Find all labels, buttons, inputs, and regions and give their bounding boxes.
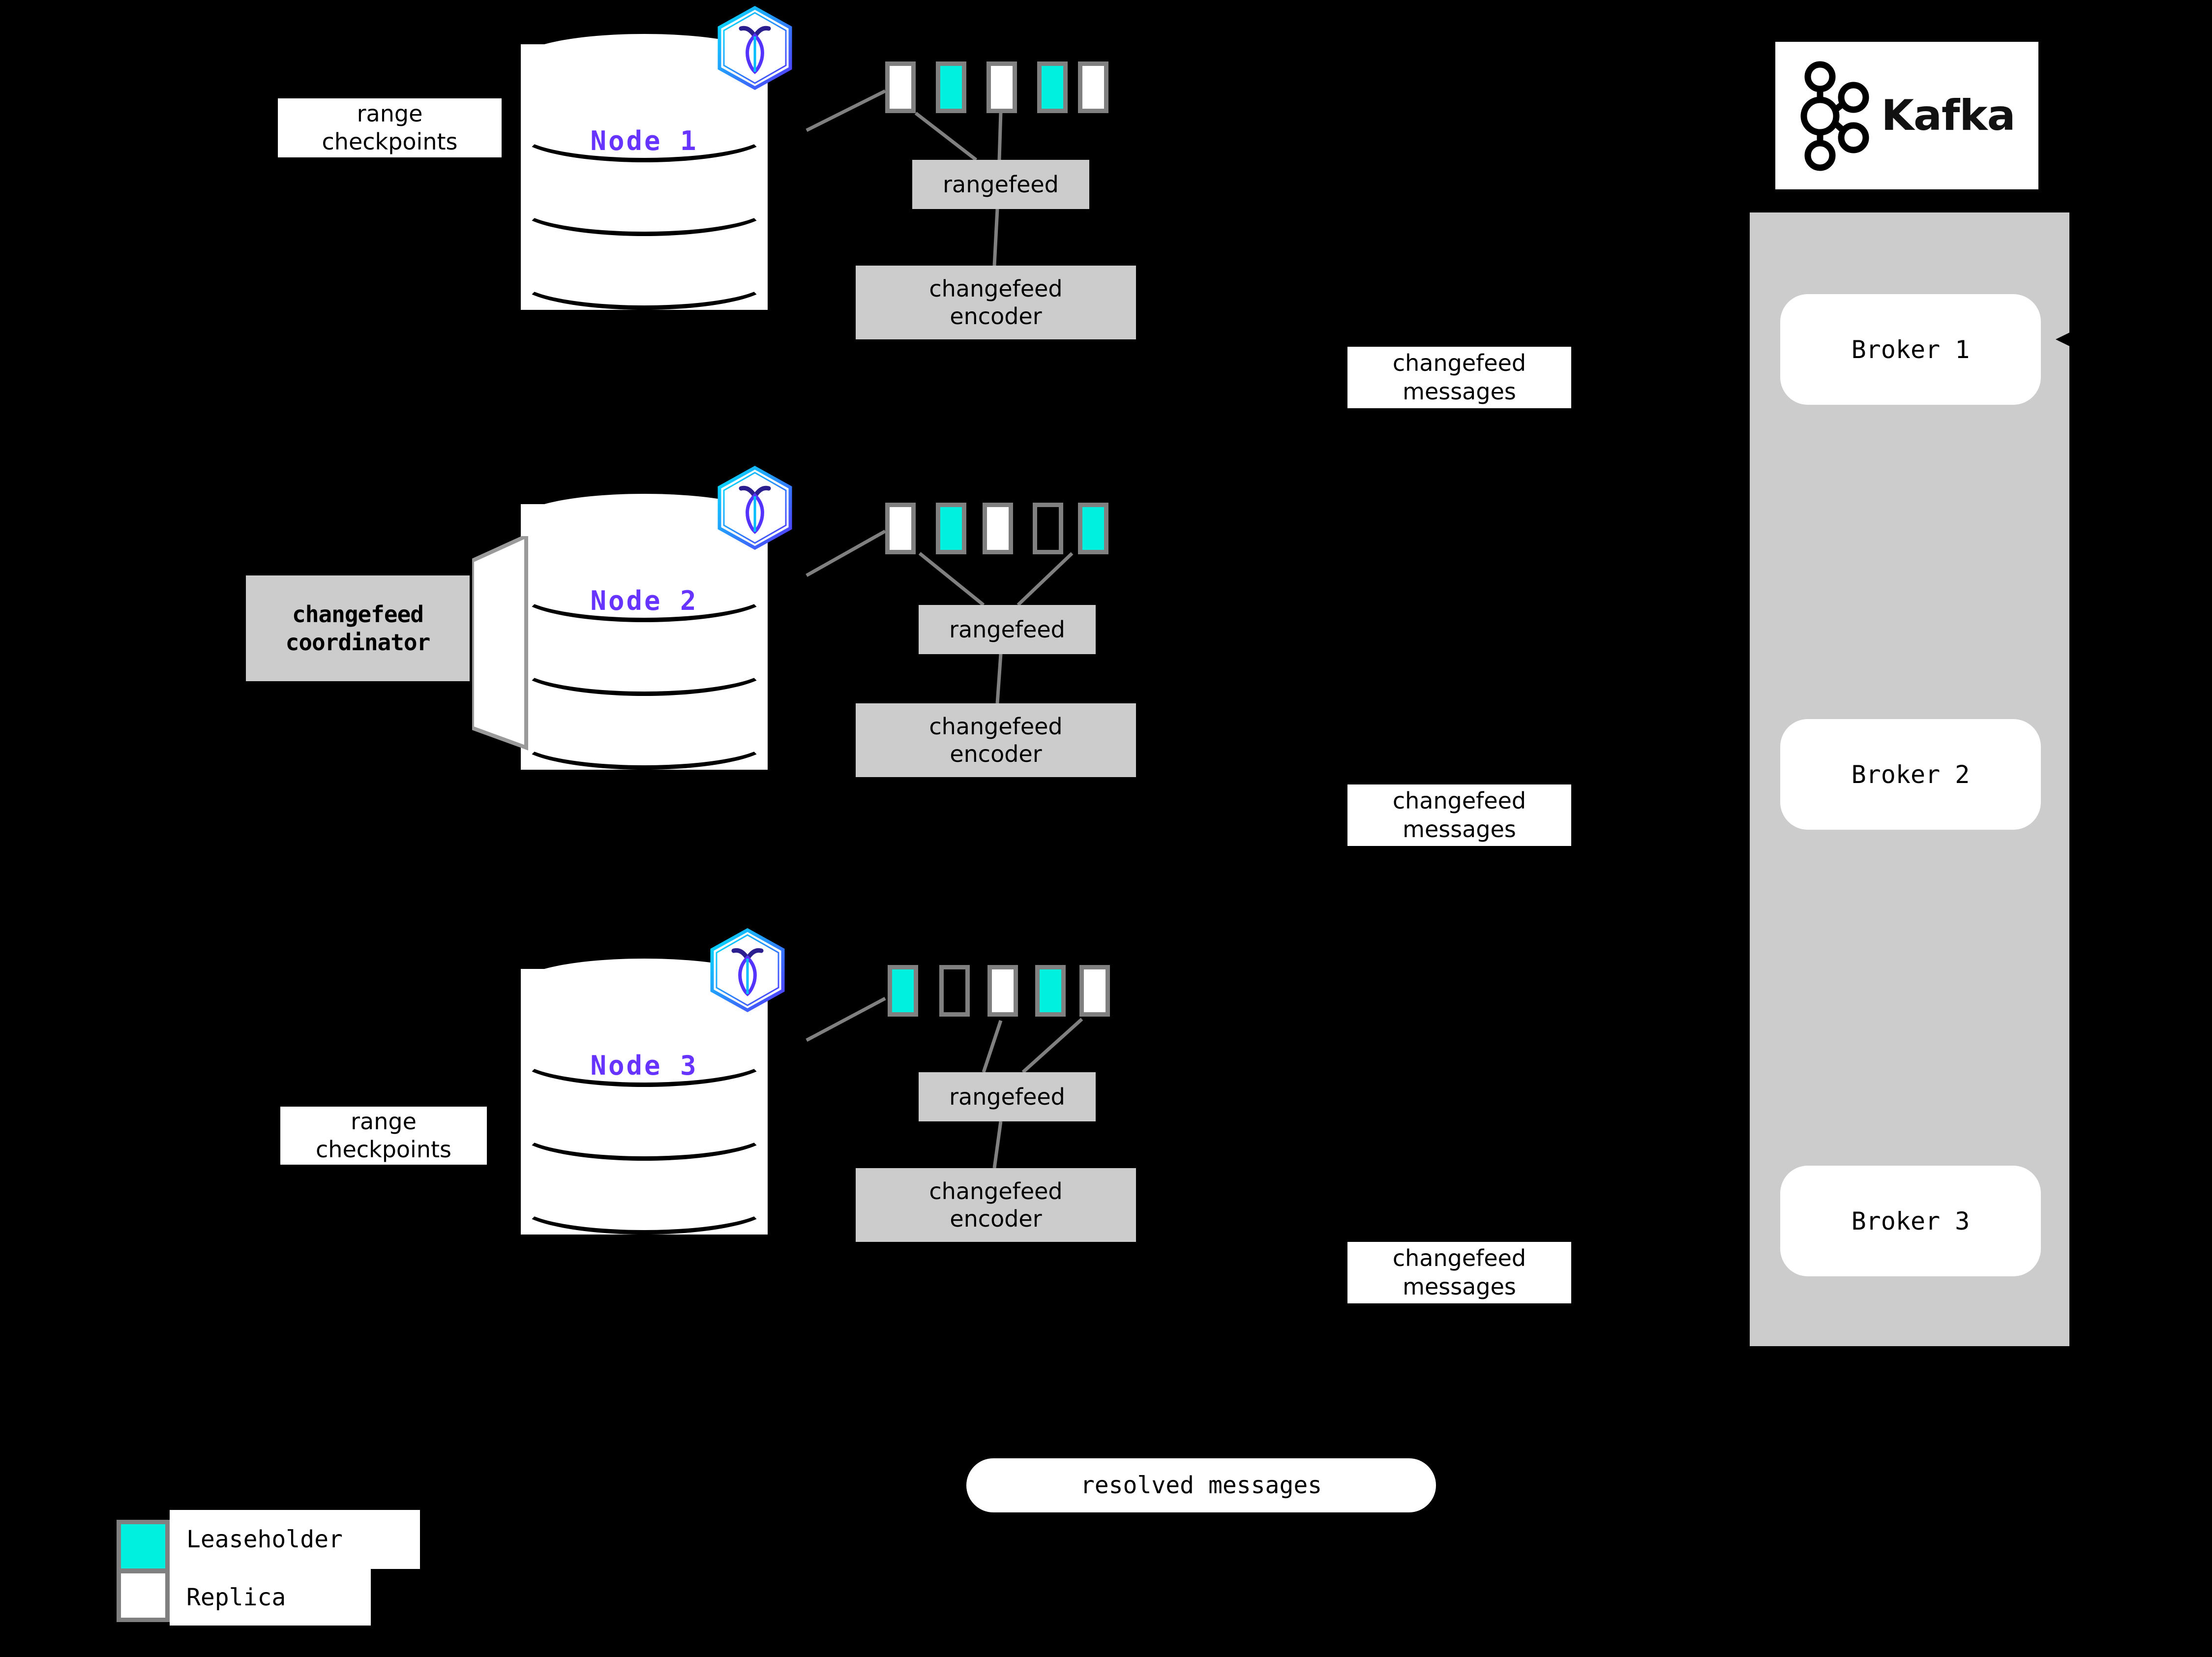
cylinder-divider-2 — [516, 1102, 772, 1161]
rangefeed-box[interactable]: rangefeed — [919, 1072, 1096, 1121]
range-checkpoints-line2: checkpoints — [322, 128, 458, 155]
range-box[interactable] — [1078, 503, 1108, 554]
cockroachdb-logo — [708, 927, 787, 1013]
range-box[interactable] — [987, 965, 1018, 1017]
coordinator-connector — [472, 536, 528, 751]
range-box[interactable] — [983, 503, 1013, 554]
changefeed-coordinator-box[interactable]: changefeed coordinator — [246, 575, 470, 681]
resolved-messages-label: resolved messages — [1080, 1472, 1322, 1499]
node-1-cylinder: Node 1 — [516, 30, 772, 325]
broker-label: Broker 1 — [1851, 335, 1970, 364]
broker-3-box[interactable]: Broker 3 — [1780, 1166, 2041, 1276]
range-box[interactable] — [986, 61, 1017, 113]
changefeed-messages-line1: changefeed — [1392, 350, 1526, 376]
coordinator-label-line2: coordinator — [285, 629, 431, 656]
legend-swatch-leaseholder — [117, 1520, 170, 1573]
legend-text: Leaseholder — [186, 1526, 343, 1553]
range-box[interactable] — [1079, 965, 1110, 1017]
node-2-label: Node 2 — [590, 585, 698, 616]
range-box[interactable] — [1035, 965, 1066, 1017]
changefeed-messages-label: changefeed messages — [1347, 347, 1571, 408]
range-checkpoints-line1: range — [357, 100, 423, 127]
cylinder-bottom — [516, 251, 772, 310]
rangefeed-box[interactable]: rangefeed — [912, 160, 1089, 209]
range-box[interactable] — [936, 61, 966, 113]
range-box[interactable] — [936, 503, 966, 554]
changefeed-messages-line2: messages — [1403, 815, 1516, 843]
legend-swatch-replica — [117, 1569, 170, 1622]
range-box[interactable] — [939, 965, 970, 1017]
range-checkpoints-label: range checkpoints — [278, 98, 502, 157]
changefeed-messages-line1: changefeed — [1392, 787, 1526, 814]
rangefeed-box[interactable]: rangefeed — [919, 605, 1096, 654]
changefeed-messages-line2: messages — [1403, 1273, 1516, 1300]
changefeed-messages-label: changefeed messages — [1347, 1242, 1571, 1303]
legend-text: Replica — [186, 1583, 286, 1611]
cylinder-bottom — [516, 711, 772, 770]
node-3-label: Node 3 — [590, 1050, 698, 1081]
broker-label: Broker 2 — [1851, 760, 1970, 789]
range-box[interactable] — [885, 503, 916, 554]
range-checkpoints-line2: checkpoints — [316, 1136, 451, 1163]
node-1-label: Node 1 — [590, 125, 698, 156]
encoder-label-line1: changefeed — [929, 275, 1063, 302]
kafka-wordmark: Kafka — [1881, 91, 2015, 140]
broker-2-box[interactable]: Broker 2 — [1780, 719, 2041, 830]
changefeed-messages-label: changefeed messages — [1347, 784, 1571, 846]
broker-1-box[interactable]: Broker 1 — [1780, 294, 2041, 405]
broker-inbound-arrowhead — [2056, 329, 2078, 350]
coordinator-label-line1: changefeed — [292, 601, 424, 628]
cockroachdb-logo — [716, 5, 794, 91]
changefeed-messages-line1: changefeed — [1392, 1245, 1526, 1271]
encoder-label-line2: encoder — [950, 1205, 1042, 1232]
range-box[interactable] — [1033, 503, 1063, 554]
range-box[interactable] — [1078, 61, 1108, 113]
cockroachdb-logo — [716, 465, 794, 551]
range-box[interactable] — [885, 61, 916, 113]
cylinder-divider-1 — [516, 103, 772, 162]
changefeed-encoder-box[interactable]: changefeed encoder — [856, 1168, 1136, 1242]
encoder-label-line1: changefeed — [929, 713, 1063, 740]
changefeed-messages-line2: messages — [1403, 378, 1516, 405]
kafka-network-icon — [1800, 61, 1869, 171]
encoder-label-line2: encoder — [950, 741, 1042, 767]
range-box[interactable] — [888, 965, 918, 1017]
rangefeed-label: rangefeed — [949, 616, 1065, 643]
changefeed-encoder-box[interactable]: changefeed encoder — [856, 703, 1136, 777]
cylinder-divider-2 — [516, 637, 772, 696]
range-checkpoints-line1: range — [351, 1108, 417, 1135]
legend-label-leaseholder: Leaseholder — [170, 1510, 420, 1569]
cylinder-divider-1 — [516, 563, 772, 622]
changefeed-encoder-box[interactable]: changefeed encoder — [856, 266, 1136, 339]
cylinder-bottom — [516, 1175, 772, 1235]
cylinder-divider-1 — [516, 1028, 772, 1087]
broker-label: Broker 3 — [1851, 1206, 1970, 1235]
encoder-label-line2: encoder — [950, 303, 1042, 330]
rangefeed-label: rangefeed — [949, 1083, 1065, 1110]
range-box[interactable] — [1037, 61, 1068, 113]
range-checkpoints-label: range checkpoints — [280, 1107, 487, 1165]
cylinder-divider-2 — [516, 177, 772, 236]
legend-label-replica: Replica — [170, 1569, 371, 1626]
kafka-logo: Kafka — [1775, 42, 2038, 189]
resolved-messages-pill[interactable]: resolved messages — [966, 1458, 1436, 1512]
encoder-label-line1: changefeed — [929, 1177, 1063, 1205]
rangefeed-label: rangefeed — [943, 171, 1059, 198]
